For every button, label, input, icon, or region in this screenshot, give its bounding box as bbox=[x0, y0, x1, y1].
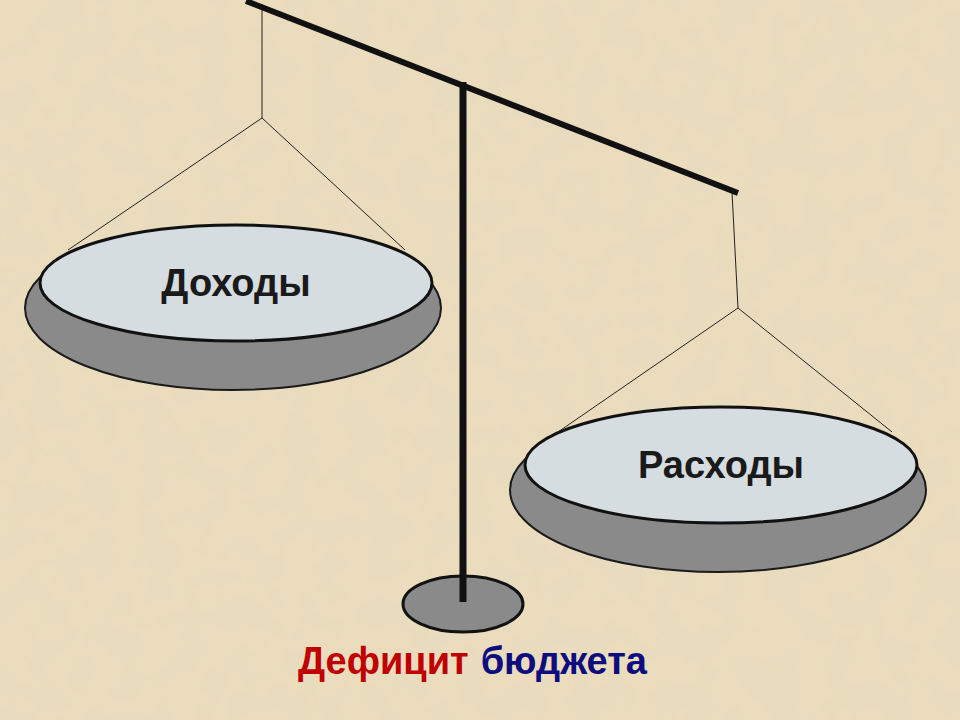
scale-pole bbox=[460, 82, 467, 602]
scale-pan: Расходы bbox=[523, 405, 919, 525]
scale-beam bbox=[246, 1, 738, 193]
caption-word: бюджета bbox=[481, 640, 647, 683]
pan-surface-ellipse bbox=[525, 407, 917, 523]
pan-label: Расходы bbox=[638, 444, 804, 487]
scale-pan: Доходы bbox=[38, 223, 434, 343]
pan-surface-ellipse bbox=[40, 225, 432, 341]
pan-underside bbox=[510, 408, 926, 572]
caption-row: Дефицит бюджета bbox=[0, 640, 945, 683]
pan-label: Доходы bbox=[161, 262, 310, 305]
caption-word: Дефицит bbox=[298, 640, 469, 683]
pan-underside bbox=[25, 226, 441, 390]
